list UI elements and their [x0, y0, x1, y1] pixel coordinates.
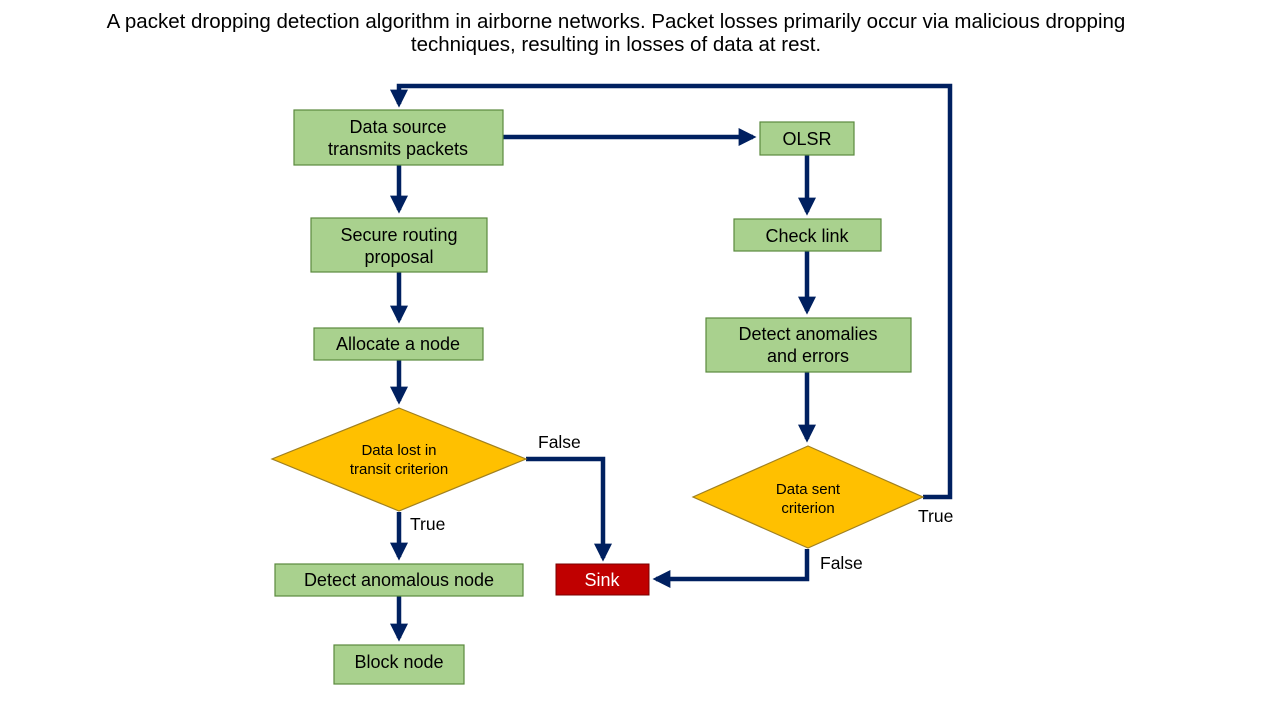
arrow-datasent-true — [390, 83, 953, 500]
node-data-source: Data source transmits packets — [293, 109, 504, 166]
node-detect-anomalous: Detect anomalous node — [274, 563, 524, 597]
node-block-node: Block node — [333, 644, 465, 685]
node-data-sent-line2: criterion — [781, 500, 834, 517]
node-allocate-node: Allocate a node — [313, 327, 484, 361]
node-detect-anomalies: Detect anomalies and errors — [705, 317, 912, 373]
node-detect-anomalies-line2: and errors — [767, 346, 849, 366]
node-secure-routing-line2: proposal — [364, 247, 433, 267]
title-line-1: A packet dropping detection algorithm in… — [106, 10, 1126, 33]
node-sink-label: Sink — [584, 570, 620, 590]
node-data-lost-line2: transit criterion — [350, 461, 448, 478]
node-detect-anomalous-label: Detect anomalous node — [304, 570, 494, 590]
node-detect-anomalies-line1: Detect anomalies — [738, 324, 877, 344]
figure-title: A packet dropping detection algorithm in… — [60, 10, 1172, 56]
node-data-sent-line1: Data sent — [776, 481, 841, 498]
node-data-sent-decision: Data sent criterion — [691, 445, 925, 549]
label-data-sent-true: True — [918, 506, 953, 526]
node-secure-routing-line1: Secure routing — [340, 225, 457, 245]
node-data-lost-line1: Data lost in — [361, 442, 436, 459]
node-sink: Sink — [555, 563, 650, 596]
label-data-lost-true: True — [410, 514, 445, 534]
label-data-sent-false: False — [820, 553, 863, 573]
node-data-lost-decision: Data lost in transit criterion — [270, 407, 528, 512]
arrow-datalost-false — [526, 456, 612, 562]
node-secure-routing: Secure routing proposal — [310, 217, 488, 273]
node-check-link-label: Check link — [765, 226, 849, 246]
node-data-source-line1: Data source — [349, 117, 446, 137]
title-line-2: techniques, resulting in losses of data … — [410, 33, 822, 56]
node-allocate-node-label: Allocate a node — [336, 334, 460, 354]
node-olsr-label: OLSR — [782, 129, 831, 149]
node-block-node-label: Block node — [354, 652, 443, 672]
label-data-lost-false: False — [538, 432, 581, 452]
node-olsr: OLSR — [759, 121, 855, 156]
node-data-source-line2: transmits packets — [328, 139, 468, 159]
node-check-link: Check link — [733, 218, 882, 252]
arrow-datasent-false — [652, 549, 810, 588]
